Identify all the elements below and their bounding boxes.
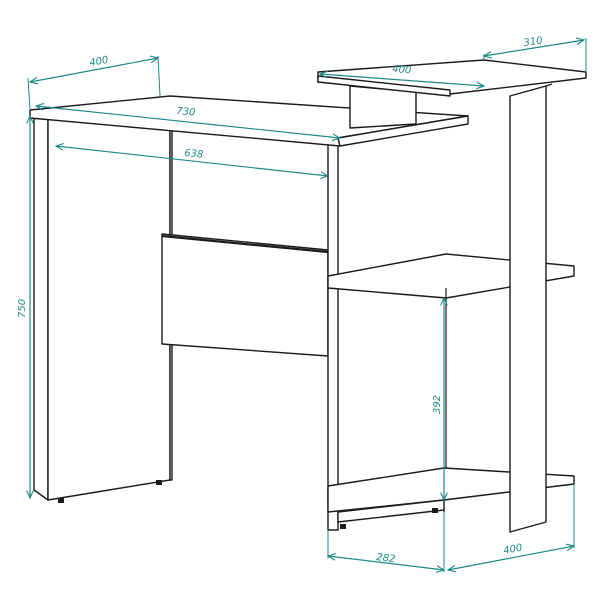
ext-depth-left bbox=[27, 77, 31, 111]
foot-left-back bbox=[156, 480, 162, 485]
dim-label-height: 750 bbox=[17, 299, 28, 318]
tall-post bbox=[509, 85, 547, 533]
plinth bbox=[337, 499, 445, 523]
left-side-panel bbox=[33, 115, 49, 501]
tall-post-top-edge bbox=[545, 83, 553, 87]
dim-label-top-shelf-depth: 310 bbox=[523, 35, 543, 49]
dim-label-bottom-depth: 400 bbox=[502, 543, 523, 557]
foot-left-front bbox=[58, 498, 64, 503]
foot-cabinet-back bbox=[432, 508, 438, 513]
dim-label-top-shelf-width: 400 bbox=[392, 64, 412, 76]
dim-line-bottom-depth bbox=[448, 546, 574, 570]
modesty-panel-edge bbox=[161, 234, 329, 254]
dim-line-top-shelf-depth bbox=[484, 40, 584, 56]
dim-label-desk-width: 730 bbox=[176, 106, 196, 119]
dim-line-desk-depth bbox=[30, 58, 158, 82]
dim-label-bottom-width: 282 bbox=[376, 552, 396, 565]
modesty-panel bbox=[161, 233, 329, 357]
dim-line-desk-width bbox=[36, 106, 340, 138]
left-side-panel-front bbox=[47, 115, 171, 501]
ext-depth-right bbox=[157, 55, 161, 97]
dim-line-top-shelf-width bbox=[320, 74, 484, 86]
dim-line-inner-width bbox=[56, 146, 328, 176]
cabinet-side-panel bbox=[327, 143, 339, 531]
dim-label-shelf-gap: 392 bbox=[432, 395, 443, 414]
foot-cabinet bbox=[340, 524, 346, 529]
dim-label-desk-depth: 400 bbox=[89, 55, 110, 69]
desktop-side-edge bbox=[337, 115, 469, 147]
dim-label-inner-width: 638 bbox=[184, 148, 204, 161]
dim-line-bottom-width bbox=[328, 556, 444, 570]
shelf-upright bbox=[349, 85, 417, 129]
